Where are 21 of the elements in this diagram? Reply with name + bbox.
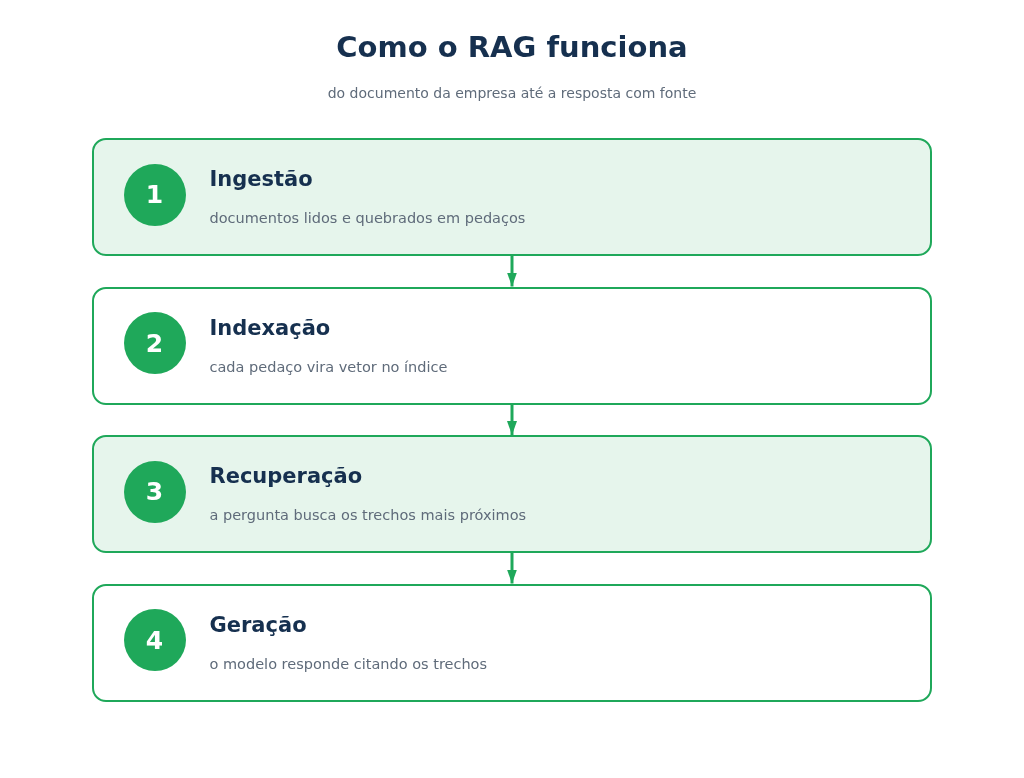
step-number-circle: 2 <box>123 312 186 374</box>
step-box <box>92 435 932 553</box>
step-title: Geração <box>209 612 307 637</box>
arrow <box>507 404 517 435</box>
step-description: documentos lidos e quebrados em pedaços <box>209 210 526 226</box>
arrow <box>507 553 517 584</box>
step-description: a pergunta busca os trechos mais próximos <box>209 507 527 523</box>
step-title: Ingestão <box>209 167 313 191</box>
step-description: cada pedaço vira vetor no índice <box>209 358 448 375</box>
step-description: o modelo responde citando os trechos <box>209 655 488 672</box>
step-number-circle: 1 <box>123 163 186 226</box>
step-title: Recuperação <box>209 464 363 488</box>
step-box <box>92 583 932 702</box>
step-box <box>92 138 932 256</box>
step-box <box>92 286 932 405</box>
step-title: Indexação <box>209 315 331 340</box>
step-number-circle: 3 <box>123 460 186 523</box>
diagram-subtitle: do documento da empresa até a resposta com fonte <box>327 85 697 101</box>
step-number-circle: 4 <box>123 609 186 671</box>
diagram-title: Como o RAG funciona <box>336 30 688 64</box>
arrow <box>507 256 517 287</box>
